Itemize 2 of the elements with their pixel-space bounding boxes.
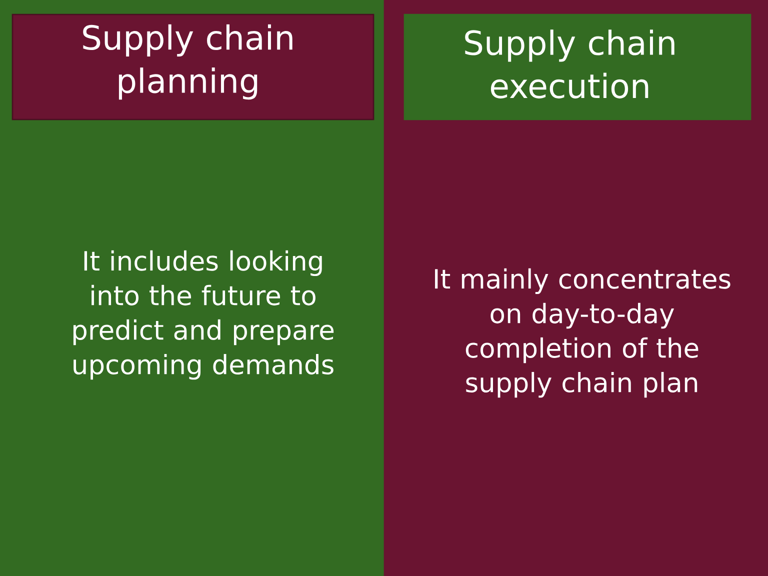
header-box: Supply chain execution [404, 14, 752, 120]
header-box: Supply chain planning [12, 14, 374, 120]
